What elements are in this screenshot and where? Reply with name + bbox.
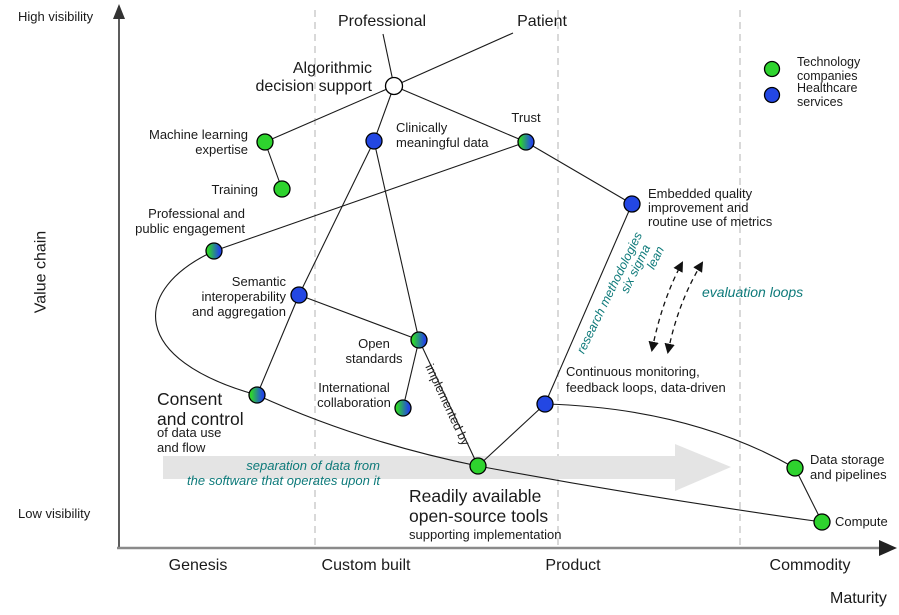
label-consent-sub: of data use and flow xyxy=(157,425,222,455)
node-open-standards xyxy=(410,331,428,349)
legend-healthcare-swatch-icon xyxy=(763,86,781,104)
stage-label-genesis: Genesis xyxy=(168,557,228,574)
evaluation-loop-arrows xyxy=(648,261,704,355)
label-continuous-monitoring: Continuous monitoring, feedback loops, d… xyxy=(566,364,726,395)
label-algorithmic-decision-support: Algorithmic decision support xyxy=(255,60,372,95)
y-axis-top-label: High visibility xyxy=(18,9,94,24)
label-trust: Trust xyxy=(511,110,541,125)
label-international-collaboration: International collaboration xyxy=(317,380,391,410)
node-continuous-monitoring xyxy=(536,395,554,413)
label-compute: Compute xyxy=(835,514,888,529)
node-trust xyxy=(517,133,535,151)
legend-item-healthcare-services: Healthcare services xyxy=(797,81,858,109)
node-consent-and-control xyxy=(248,386,266,404)
node-clinically-meaningful-data xyxy=(365,132,383,150)
x-axis xyxy=(117,540,897,556)
stage-label-product: Product xyxy=(545,557,601,574)
y-axis-title: Value chain xyxy=(32,230,50,314)
label-open-standards: Open standards xyxy=(345,336,403,366)
node-embedded-quality xyxy=(623,195,641,213)
legend-item-technology-companies: Technology companies xyxy=(797,55,861,83)
node-machine-learning-expertise xyxy=(256,133,274,151)
label-machine-learning-expertise: Machine learning expertise xyxy=(148,127,248,157)
label-consent-and-control: Consent and control xyxy=(157,389,244,429)
node-compute xyxy=(813,513,831,531)
node-training xyxy=(273,180,291,198)
y-axis-bottom-label: Low visibility xyxy=(18,506,91,521)
label-embedded-quality: Embedded quality improvement and routine… xyxy=(648,186,773,230)
annotation-evaluation-loops: evaluation loops xyxy=(702,284,804,300)
label-training: Training xyxy=(211,182,258,197)
node-data-storage xyxy=(786,459,804,477)
edges xyxy=(155,32,823,523)
node-readily-available-tools xyxy=(469,457,487,475)
label-clinically-meaningful-data: Clinically meaningful data xyxy=(396,120,489,150)
node-professional-public-engagement xyxy=(205,242,223,260)
nodes xyxy=(205,60,831,531)
actor-patient: Patient xyxy=(517,13,567,30)
y-axis xyxy=(113,4,125,548)
label-data-storage: Data storage and pipelines xyxy=(810,452,887,482)
annotation-separation-arrow: separation of data from the software tha… xyxy=(187,458,380,488)
actor-professional: Professional xyxy=(337,13,427,30)
x-axis-title: Maturity xyxy=(830,590,887,607)
node-semantic-interoperability xyxy=(290,286,308,304)
stage-label-custom-built: Custom built xyxy=(321,557,411,574)
node-algorithmic-decision-support xyxy=(384,76,404,96)
movement-arrow xyxy=(163,444,731,491)
node-international-collaboration xyxy=(394,399,412,417)
label-semantic-interoperability: Semantic interoperability and aggregatio… xyxy=(192,274,286,319)
stage-label-commodity: Commodity xyxy=(769,557,851,574)
label-readily-sub: supporting implementation xyxy=(409,527,562,542)
label-professional-public-engagement: Professional and public engagement xyxy=(135,206,245,236)
label-readily-available-tools: Readily available open-source tools xyxy=(409,486,549,526)
legend-technology-swatch-icon xyxy=(763,60,781,78)
